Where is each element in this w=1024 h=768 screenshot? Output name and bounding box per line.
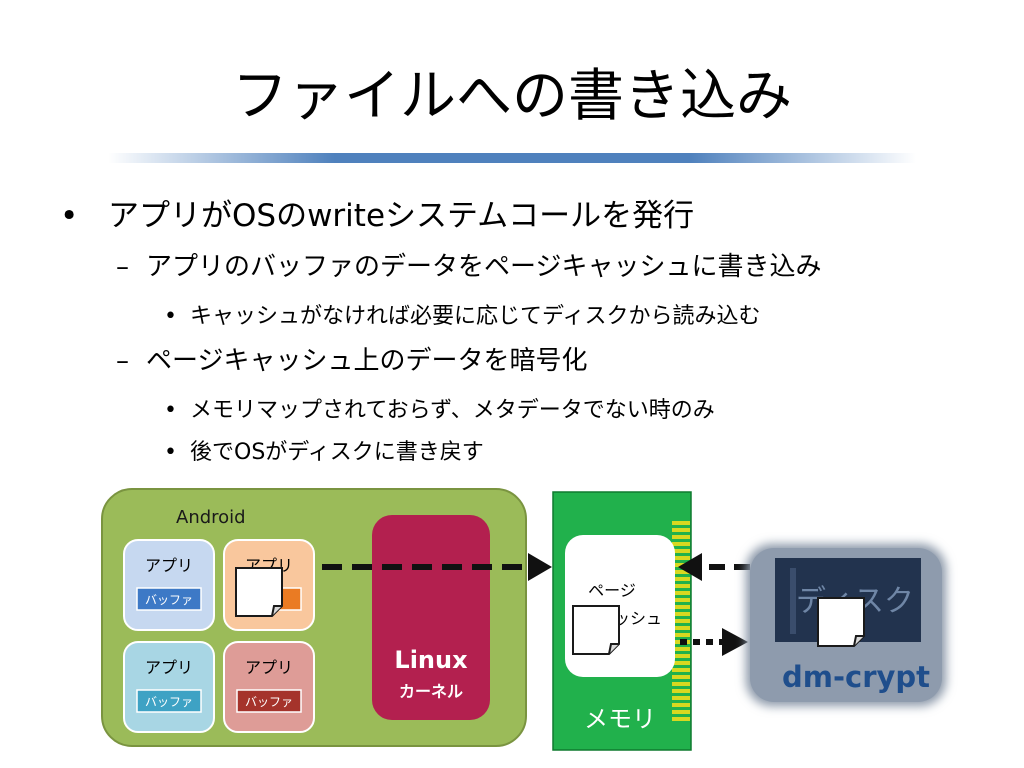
arrow-disk-to-cache-head: [678, 553, 702, 581]
slide-title: ファイルへの書き込み: [232, 64, 792, 129]
app-1-label: アプリ: [145, 556, 193, 575]
memory-pin: [672, 521, 690, 525]
memory-label: メモリ: [584, 705, 656, 733]
bullet-marker: •: [164, 304, 177, 329]
app-4-buffer: [236, 689, 302, 713]
bullet-marker: –: [116, 252, 129, 282]
page-cache-line1: ページ: [588, 581, 636, 600]
app-3-label: アプリ: [145, 658, 193, 677]
memory-pins: [672, 521, 690, 721]
memory-pin: [672, 577, 690, 581]
memory-pin: [672, 528, 690, 532]
memory-pin: [672, 682, 690, 686]
arrow-app-to-cache-head: [528, 553, 552, 581]
memory-pin: [672, 696, 690, 700]
bullet-text: ページキャッシュ上のデータを暗号化: [146, 346, 588, 376]
app-3-buffer: [136, 689, 202, 713]
memory-pin: [672, 563, 690, 567]
bullet-marker: •: [164, 398, 177, 423]
memory-pin: [672, 605, 690, 609]
memory-pin: [672, 633, 690, 637]
title-underline: [108, 153, 916, 163]
memory-pin: [672, 675, 690, 679]
memory-pin: [672, 535, 690, 539]
bullet-write-page-cache: –アプリのバッファのデータをページキャッシュに書き込み: [116, 246, 821, 283]
app-2-data-page-icon: [235, 567, 283, 617]
bullet-write-syscall: • アプリがOSのwriteシステムコールを発行: [60, 190, 694, 235]
memory-pin: [672, 584, 690, 588]
arrow-cache-to-disk-head: [722, 628, 748, 656]
memory-pin: [672, 703, 690, 707]
app-4-label: アプリ: [245, 658, 293, 677]
app-1-buffer: [136, 587, 202, 611]
memory-pin: [672, 598, 690, 602]
app-4-buffer-label: バッファ: [245, 695, 293, 709]
app-4: [223, 641, 315, 733]
cache-data-page-icon: [572, 605, 620, 655]
bullet-read-if-missing: • キャッシュがなければ必要に応じてディスクから読み込む: [164, 298, 760, 330]
app-1-buffer-label: バッファ: [145, 593, 193, 607]
memory-pin: [672, 654, 690, 658]
app-3: [123, 641, 215, 733]
bullet-text: メモリマップされておらず、メタデータでない時のみ: [190, 398, 715, 423]
bullet-text: アプリがOSのwriteシステムコールを発行: [108, 198, 695, 234]
app-3-buffer-label: バッファ: [145, 695, 193, 709]
memory-pin: [672, 689, 690, 693]
kernel-title: Linux: [394, 646, 468, 674]
memory-pin: [672, 710, 690, 714]
dmcrypt-label: dm-crypt: [782, 660, 930, 694]
bullet-text: 後でOSがディスクに書き戻す: [190, 440, 484, 465]
memory-pin: [672, 570, 690, 574]
disk-ridge: [790, 568, 796, 634]
memory-pin: [672, 668, 690, 672]
android-label: Android: [176, 507, 246, 528]
memory-pin: [672, 556, 690, 560]
disk-data-page-icon: [817, 597, 865, 647]
memory-pin: [672, 717, 690, 721]
memory-pin: [672, 542, 690, 546]
bullet-marker: •: [60, 198, 79, 234]
app-1: [123, 539, 215, 631]
memory-pin: [672, 549, 690, 553]
bullet-marker: •: [164, 440, 177, 465]
memory-pin: [672, 661, 690, 665]
memory-pin: [672, 626, 690, 630]
kernel-subtitle: カーネル: [399, 682, 463, 701]
bullet-text: キャッシュがなければ必要に応じてディスクから読み込む: [190, 304, 761, 329]
bullet-text: アプリのバッファのデータをページキャッシュに書き込み: [146, 252, 822, 282]
bullet-marker: –: [116, 346, 129, 376]
memory-pin: [672, 612, 690, 616]
bullet-only-unmapped: • メモリマップされておらず、メタデータでない時のみ: [164, 392, 715, 424]
memory-pin: [672, 647, 690, 651]
bullet-encrypt-page-cache: –ページキャッシュ上のデータを暗号化: [116, 340, 587, 377]
bullet-writeback-later: • 後でOSがディスクに書き戻す: [164, 434, 484, 466]
memory-pin: [672, 591, 690, 595]
memory-pin: [672, 619, 690, 623]
